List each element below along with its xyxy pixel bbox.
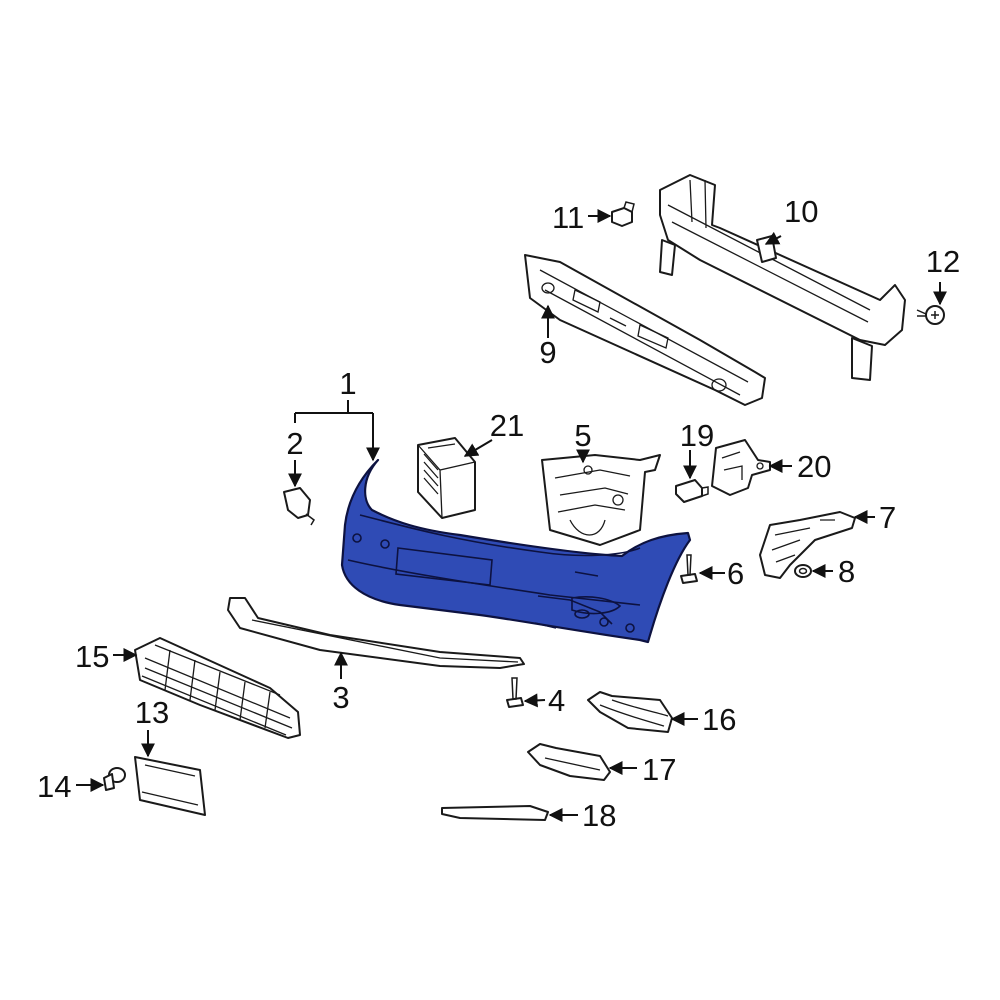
callout-16: 16 — [702, 702, 736, 737]
lower-grille-part-15[interactable] — [134, 637, 301, 739]
callout-3: 3 — [332, 680, 349, 715]
side-bracket-part-7[interactable] — [759, 511, 856, 579]
screw-part-6[interactable] — [680, 554, 698, 584]
sensor-holder-part-2[interactable] — [283, 487, 315, 526]
callout-11: 11 — [552, 200, 584, 235]
bolt-part-11[interactable] — [611, 201, 635, 227]
callout-labels: 1 2 21 5 19 20 7 6 8 3 4 9 10 11 12 13 1… — [37, 194, 960, 833]
callout-14: 14 — [37, 769, 71, 804]
leader-lines — [76, 209, 947, 822]
screw-part-4[interactable] — [506, 677, 524, 708]
spoiler-strip-part-3[interactable] — [227, 597, 525, 669]
callout-7: 7 — [879, 500, 896, 535]
trim-strip-part-18[interactable] — [441, 805, 549, 821]
callout-2: 2 — [286, 426, 303, 461]
callout-1: 1 — [339, 366, 356, 401]
callout-5: 5 — [574, 418, 591, 453]
control-module-part-21[interactable] — [417, 437, 476, 519]
callout-6: 6 — [727, 556, 744, 591]
callout-4: 4 — [548, 683, 565, 718]
callout-18: 18 — [582, 798, 616, 833]
callout-21: 21 — [490, 408, 524, 443]
fog-lamp-bezel-part-16[interactable] — [587, 691, 673, 733]
trim-part-17[interactable] — [527, 743, 611, 781]
mounting-bracket-part-5[interactable] — [541, 454, 661, 546]
energy-absorber-part-9[interactable] — [524, 254, 766, 406]
callout-20: 20 — [797, 449, 831, 484]
callout-9: 9 — [539, 335, 556, 370]
rivet-part-14[interactable] — [103, 767, 126, 791]
bumper-cover-part-1[interactable] — [340, 458, 692, 644]
callout-8: 8 — [838, 554, 855, 589]
license-bracket-part-13[interactable] — [134, 756, 206, 816]
callout-19: 19 — [680, 418, 714, 453]
callout-15: 15 — [75, 639, 109, 674]
callout-13: 13 — [135, 695, 169, 730]
clip-part-19[interactable] — [675, 479, 709, 503]
callout-12: 12 — [926, 244, 960, 279]
callout-17: 17 — [642, 752, 676, 787]
bracket-part-20[interactable] — [711, 439, 771, 496]
push-clip-part-12[interactable] — [916, 305, 945, 325]
nut-part-8[interactable] — [794, 564, 812, 578]
callout-10: 10 — [784, 194, 818, 229]
